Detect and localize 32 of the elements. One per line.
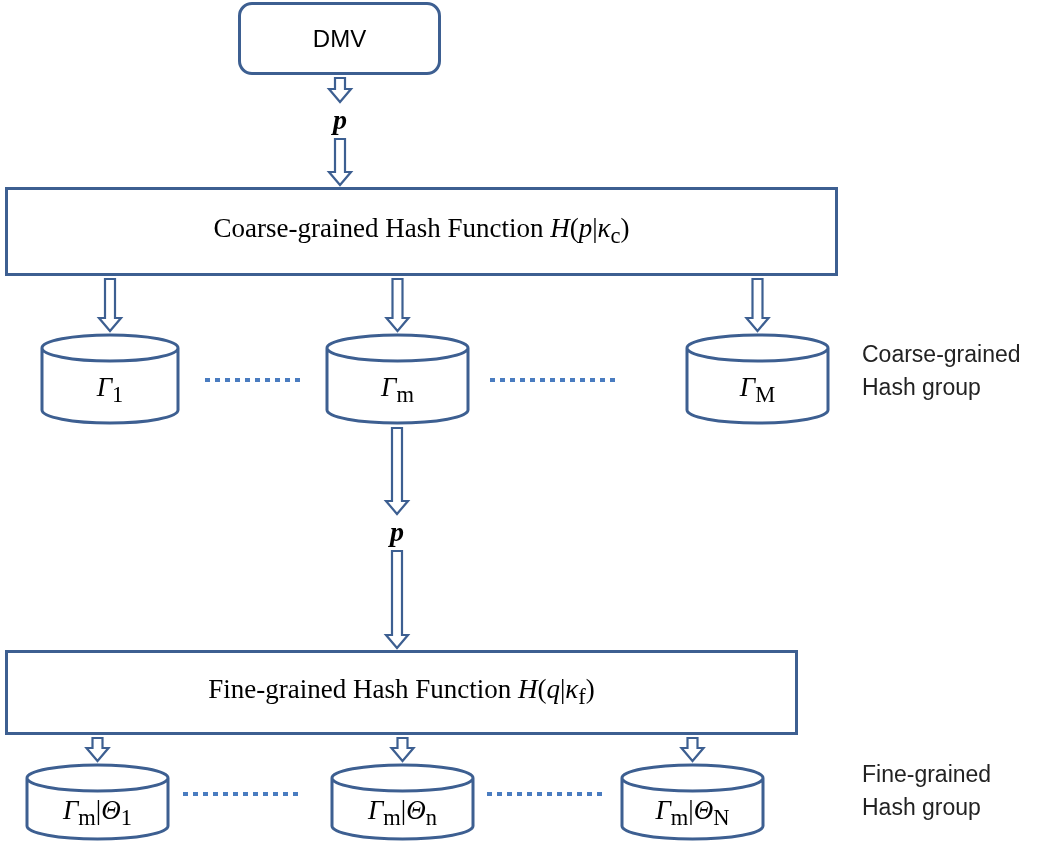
signal-label: p bbox=[325, 104, 355, 136]
group-caption: Coarse-grained Hash group bbox=[862, 340, 1022, 403]
process-box bbox=[5, 650, 798, 735]
cylinder-storage bbox=[325, 333, 470, 425]
block-arrow bbox=[384, 277, 411, 333]
group-label: Γ$_{m}$|Θ$_{1}$ bbox=[63, 794, 132, 832]
rounded-box bbox=[238, 2, 441, 75]
cylinder-storage bbox=[620, 763, 765, 841]
box-label: Coarse-grained Hash Function H(p|κ$_{c}$) bbox=[213, 213, 630, 250]
group-caption: Fine-grained Hash group bbox=[862, 760, 993, 823]
signal-label: p bbox=[382, 516, 412, 548]
group-label: Γ$_{m}$ bbox=[381, 371, 414, 409]
group-label: Γ$_{m}$|Θ$_{N}$ bbox=[655, 794, 730, 832]
block-arrow bbox=[383, 426, 411, 516]
block-arrow bbox=[383, 549, 411, 650]
block-arrow bbox=[326, 137, 354, 187]
block-arrow bbox=[96, 277, 124, 333]
block-arrow bbox=[326, 76, 354, 104]
block-arrow bbox=[389, 736, 416, 763]
cylinder-storage bbox=[25, 763, 170, 841]
cylinder-storage bbox=[40, 333, 180, 425]
cylinder-storage bbox=[330, 763, 475, 841]
block-arrow bbox=[679, 736, 706, 763]
group-label: Γ$_{m}$|Θ$_{n}$ bbox=[368, 794, 437, 832]
box-label: DMV bbox=[312, 24, 367, 53]
cylinder-storage bbox=[685, 333, 830, 425]
block-arrow bbox=[744, 277, 771, 333]
group-label: Γ$_{1}$ bbox=[96, 371, 124, 409]
box-label: Fine-grained Hash Function H(q|κ$_{f}$) bbox=[208, 674, 595, 711]
process-box bbox=[5, 187, 838, 276]
block-arrow bbox=[84, 736, 111, 763]
group-label: Γ$_{M}$ bbox=[739, 371, 776, 409]
